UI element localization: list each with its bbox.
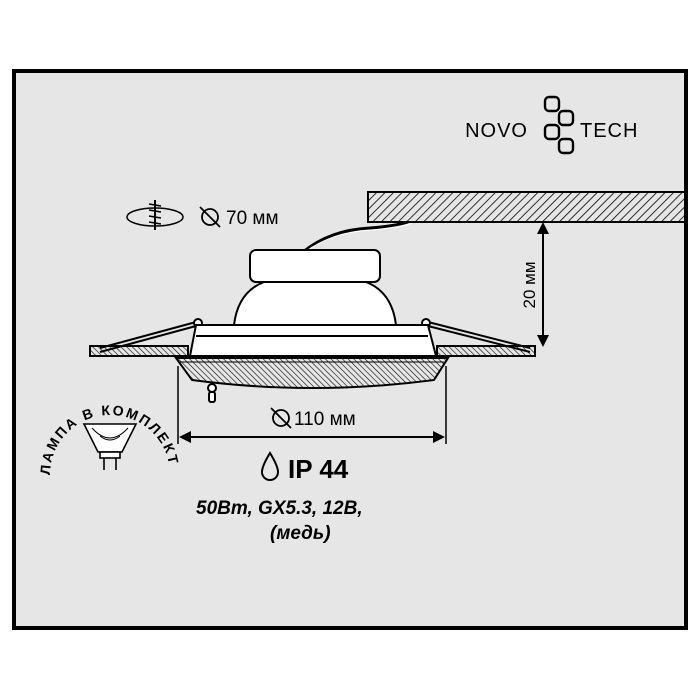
- diameter-symbol-icon: [199, 206, 221, 228]
- brand-logo-mark: [543, 95, 575, 155]
- width-dimension: [177, 366, 447, 444]
- diameter-label: 110 мм: [294, 409, 356, 430]
- specs-line-1: 50Bт, GX5.3, 12B,: [196, 498, 363, 519]
- downlight-fixture: [89, 249, 536, 403]
- water-drop-icon: [260, 451, 280, 481]
- mr16-lamp-icon: [82, 423, 138, 470]
- height-dimension: [537, 222, 549, 347]
- brand-logo-left: NOVO: [465, 120, 528, 142]
- specs-line-2: (медь): [270, 523, 331, 544]
- brand-logo: NOVO TECH: [465, 95, 638, 155]
- ip-rating-label: IP 44: [288, 454, 349, 484]
- brand-logo-right: TECH: [580, 120, 638, 142]
- cable: [302, 220, 409, 254]
- diameter-symbol-icon: [270, 407, 292, 429]
- cutout-icon: [126, 200, 184, 230]
- ceiling-slab: [367, 191, 687, 223]
- height-label: 20 мм: [520, 261, 539, 308]
- cutout-label: 70 мм: [226, 208, 279, 229]
